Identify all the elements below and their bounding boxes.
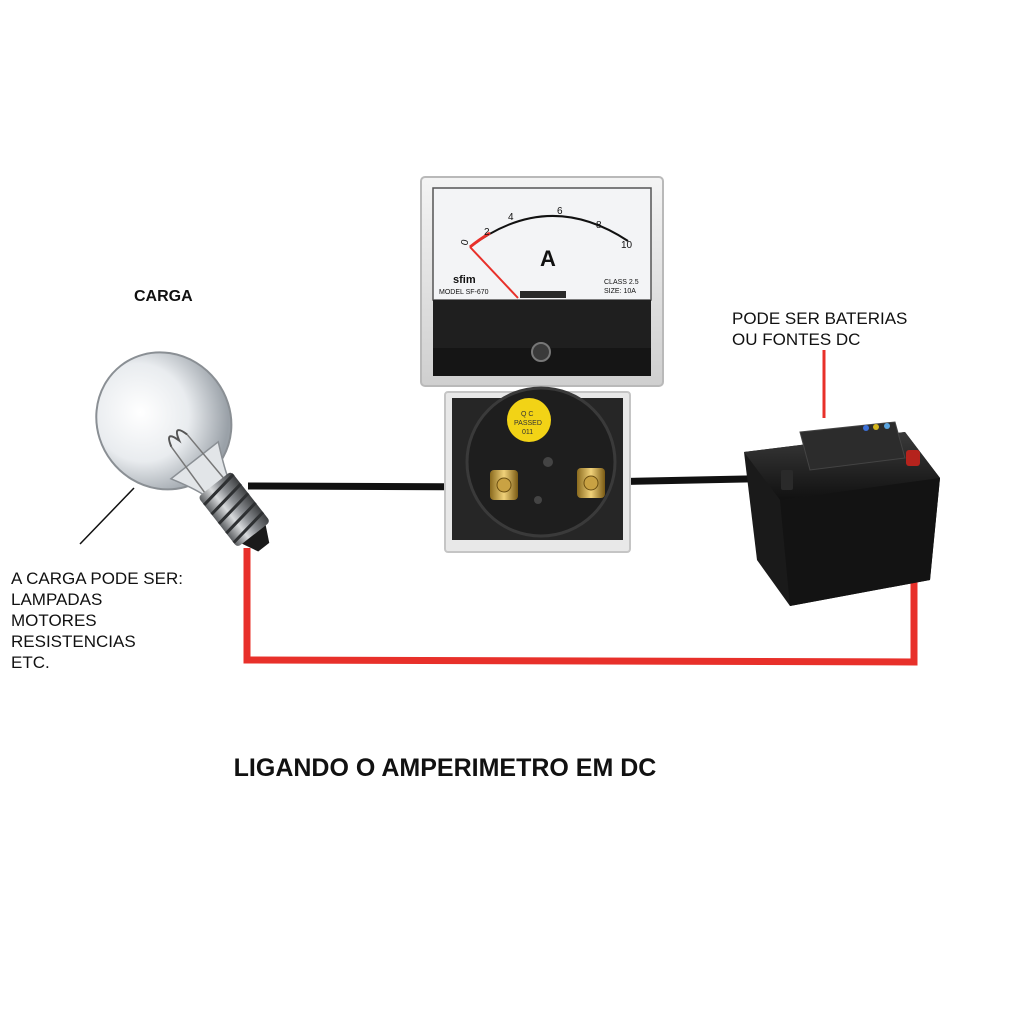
scale-tick-4: 4 bbox=[508, 212, 514, 223]
brand-logo: sfim bbox=[453, 274, 476, 286]
battery-note-line: OU FONTES DC bbox=[732, 330, 861, 349]
size-text: SIZE: 10A bbox=[604, 288, 636, 295]
model-text: MODEL SF-670 bbox=[439, 289, 489, 296]
sticker-line-2: PASSED bbox=[514, 420, 542, 427]
load-note-line: MOTORES bbox=[11, 611, 97, 630]
load-note-line: RESISTENCIAS bbox=[11, 632, 136, 651]
scale-tick-6: 6 bbox=[557, 206, 563, 217]
scale-tick-2: 2 bbox=[484, 227, 490, 238]
load-label: CARGA bbox=[134, 288, 193, 305]
load-note-line: ETC. bbox=[11, 653, 50, 672]
scale-tick-0: 0 bbox=[459, 238, 471, 247]
scale-tick-10: 10 bbox=[621, 240, 633, 251]
battery-note-line: PODE SER BATERIAS bbox=[732, 309, 908, 328]
class-text: CLASS 2.5 bbox=[604, 279, 639, 286]
battery-note: PODE SER BATERIAS OU FONTES DC bbox=[732, 308, 907, 350]
ammeter-back bbox=[444, 386, 631, 553]
battery bbox=[744, 421, 940, 606]
load-note: A CARGA PODE SER: LAMPADAS MOTORES RESIS… bbox=[11, 568, 183, 673]
unit-symbol: A bbox=[540, 246, 556, 271]
scale-tick-8: 8 bbox=[596, 220, 602, 231]
light-bulb bbox=[95, 351, 270, 552]
load-note-pointer bbox=[79, 487, 135, 545]
page-title: LIGANDO O AMPERIMETRO EM DC bbox=[233, 754, 657, 782]
ammeter-front bbox=[420, 176, 664, 387]
load-note-line: A CARGA PODE SER: bbox=[11, 569, 183, 588]
sticker-line-3: 011 bbox=[522, 429, 533, 436]
sticker-line-1: Q C bbox=[521, 411, 533, 418]
load-note-line: LAMPADAS bbox=[11, 590, 103, 609]
